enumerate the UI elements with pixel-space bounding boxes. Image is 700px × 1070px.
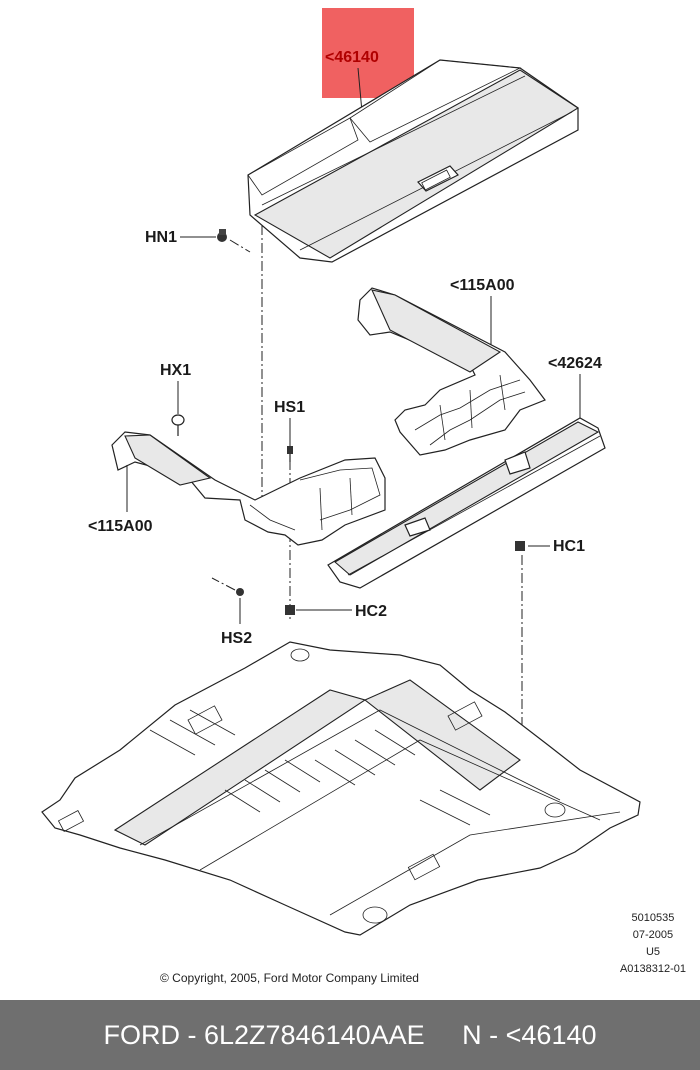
hx1-clip-icon — [171, 414, 185, 436]
scuff-sill-plate[interactable] — [327, 417, 606, 589]
callout-hc2[interactable]: HC2 — [355, 603, 387, 620]
drawing-model-code: U5 — [645, 946, 660, 958]
left-trim-bracket[interactable] — [111, 431, 386, 546]
callout-115a00-right[interactable]: <115A00 — [450, 277, 515, 294]
parts-diagram: <46140 HN1 <115A00 <42624 — [41, 8, 641, 936]
callout-hs2[interactable]: HS2 — [221, 630, 252, 647]
callout-115a00-left[interactable]: <115A00 — [88, 518, 153, 535]
highlight-box — [322, 8, 414, 98]
drawing-date: 07-2005 — [632, 929, 674, 941]
callout-46140[interactable]: <46140 — [325, 49, 379, 66]
hc2-clip-icon — [285, 605, 295, 615]
copyright-notice: © Copyright, 2005, Ford Motor Company Li… — [160, 971, 419, 985]
drawing-reference: A0138312-01 — [619, 963, 686, 975]
load-floor-panel[interactable] — [247, 59, 580, 263]
drawing-number: 5010535 — [631, 912, 675, 924]
callout-hs1[interactable]: HS1 — [274, 399, 305, 416]
floor-pan — [41, 641, 641, 936]
footer-text: FORD - 6L2Z7846140AAE N - <46140 — [103, 1019, 597, 1050]
right-trim-bracket[interactable] — [357, 287, 546, 456]
callout-hn1[interactable]: HN1 — [145, 229, 177, 246]
hn1-clip-icon — [217, 229, 227, 242]
hc1-clip-icon — [515, 541, 525, 551]
part-number-footer: FORD - 6L2Z7846140AAE N - <46140 — [0, 1000, 700, 1070]
callout-hc1[interactable]: HC1 — [553, 538, 585, 555]
callout-hx1[interactable]: HX1 — [160, 362, 191, 379]
hs2-screw-icon — [236, 588, 244, 596]
callout-42624[interactable]: <42624 — [548, 355, 602, 372]
drawing-metadata: 5010535 07-2005 U5 A0138312-01 — [620, 910, 686, 978]
hs1-screw-icon — [287, 446, 293, 462]
